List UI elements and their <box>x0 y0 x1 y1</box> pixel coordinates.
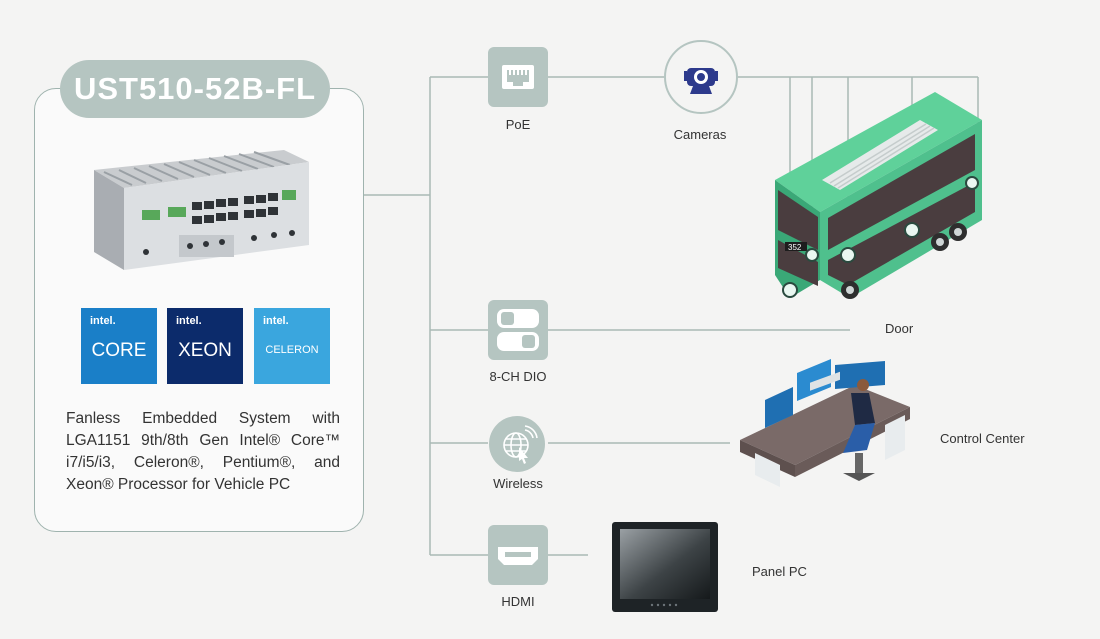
control-center-image <box>740 359 910 487</box>
hdmi-label: HDMI <box>501 594 535 609</box>
logo-name: CORE <box>91 340 147 361</box>
description-line: i7/i5/i3, Celeron®, Pentium®, and <box>66 454 340 471</box>
embedded-system-image <box>94 150 309 270</box>
panel-pc-image <box>612 522 718 612</box>
wireless-node <box>489 416 545 472</box>
bus-number: 352 <box>788 243 802 252</box>
intel-core-logo: intel. CORE <box>81 308 157 384</box>
panel-pc-label: Panel PC <box>752 564 807 579</box>
camera-icon <box>684 68 718 94</box>
camera-node <box>664 40 738 114</box>
intel-xeon-logo: intel. XEON <box>167 308 243 384</box>
toggle-switch-icon <box>497 309 539 351</box>
logo-brand: intel. <box>176 315 202 327</box>
logo-name: CELERON <box>265 344 319 356</box>
dio-label: 8-CH DIO <box>489 369 547 384</box>
dio-node <box>488 300 548 360</box>
hdmi-node <box>488 525 548 585</box>
intel-celeron-logo: intel. CELERON <box>254 308 330 384</box>
wireless-label: Wireless <box>493 476 543 491</box>
description-line: Fanless Embedded System with <box>66 410 340 427</box>
globe-signal-icon <box>503 425 538 464</box>
product-title: UST510-52B-FL <box>60 60 330 118</box>
ethernet-port-icon <box>502 65 534 89</box>
poe-label: PoE <box>505 117 531 132</box>
description-line: LGA1151 9th/8th Gen Intel® Core™ <box>66 432 340 449</box>
bus-image: 352 <box>775 92 982 299</box>
door-label: Door <box>885 321 914 336</box>
hdmi-port-icon <box>498 547 538 565</box>
logo-name: XEON <box>178 340 232 361</box>
product-description: Fanless Embedded System with LGA1151 9th… <box>66 408 340 496</box>
description-line: Xeon® Processor for Vehicle PC <box>66 476 291 493</box>
control-center-label: Control Center <box>940 431 1025 446</box>
poe-node <box>488 47 548 107</box>
cameras-label: Cameras <box>673 127 727 142</box>
logo-brand: intel. <box>263 315 289 327</box>
logo-brand: intel. <box>90 315 116 327</box>
